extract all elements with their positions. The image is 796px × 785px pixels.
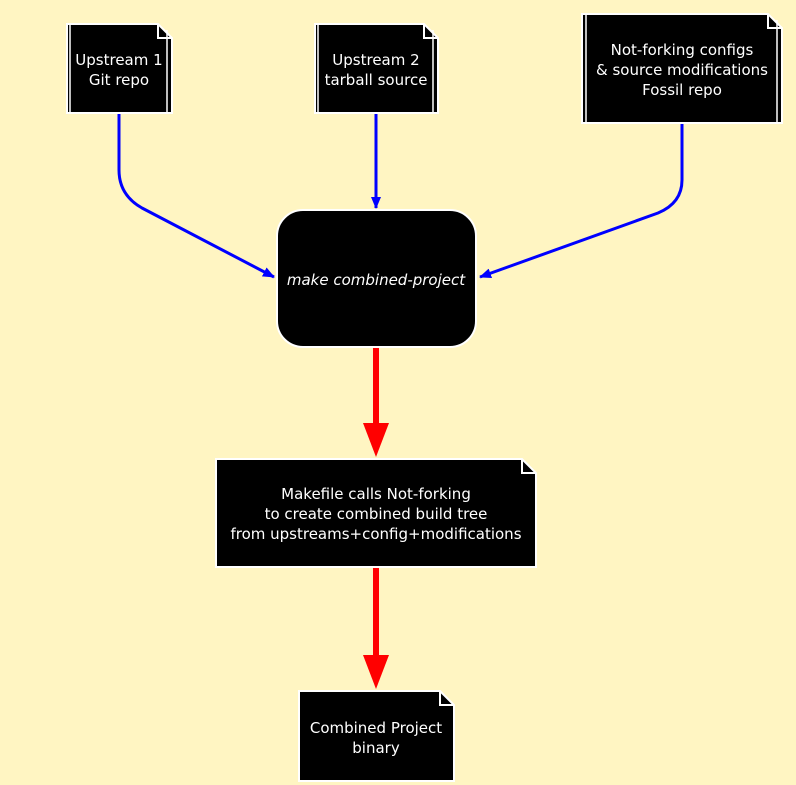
label-line: Fossil repo xyxy=(642,81,722,99)
label-line: Upstream 2 xyxy=(332,51,419,69)
node-binary-label: Combined Project binary xyxy=(310,719,442,757)
label-line: Git repo xyxy=(89,71,149,89)
node-make: make combined-project xyxy=(276,209,477,348)
node-binary: Combined Project binary xyxy=(298,690,455,782)
label-line: Upstream 1 xyxy=(75,51,162,69)
label-line: Combined Project xyxy=(310,719,442,737)
edge-upstream1-to-make xyxy=(117,113,275,279)
label-line: Not-forking configs xyxy=(611,41,754,59)
node-upstream2-label: Upstream 2 tarball source xyxy=(325,51,428,89)
node-upstream2: Upstream 2 tarball source xyxy=(314,23,439,114)
edge-makefile-to-binary xyxy=(363,567,389,689)
label-line: to create combined build tree xyxy=(265,505,488,523)
node-make-label: make combined-project xyxy=(287,271,466,289)
node-upstream1-label: Upstream 1 Git repo xyxy=(75,51,162,89)
node-makefile: Makefile calls Not-forking to create comb… xyxy=(215,458,537,568)
label-line: from upstreams+config+modifications xyxy=(230,525,521,543)
node-fossil-label: Not-forking configs & source modification… xyxy=(596,41,768,99)
node-upstream1: Upstream 1 Git repo xyxy=(66,23,173,114)
edge-fossil-to-make xyxy=(479,123,684,279)
label-line: tarball source xyxy=(325,71,428,89)
node-makefile-label: Makefile calls Not-forking to create comb… xyxy=(230,485,521,543)
label-line: & source modifications xyxy=(596,61,768,79)
label-line: binary xyxy=(352,739,400,757)
node-fossil: Not-forking configs & source modification… xyxy=(581,13,783,124)
edge-make-to-makefile xyxy=(363,348,389,457)
label-line: make combined-project xyxy=(287,271,466,289)
label-line: Makefile calls Not-forking xyxy=(281,485,471,503)
